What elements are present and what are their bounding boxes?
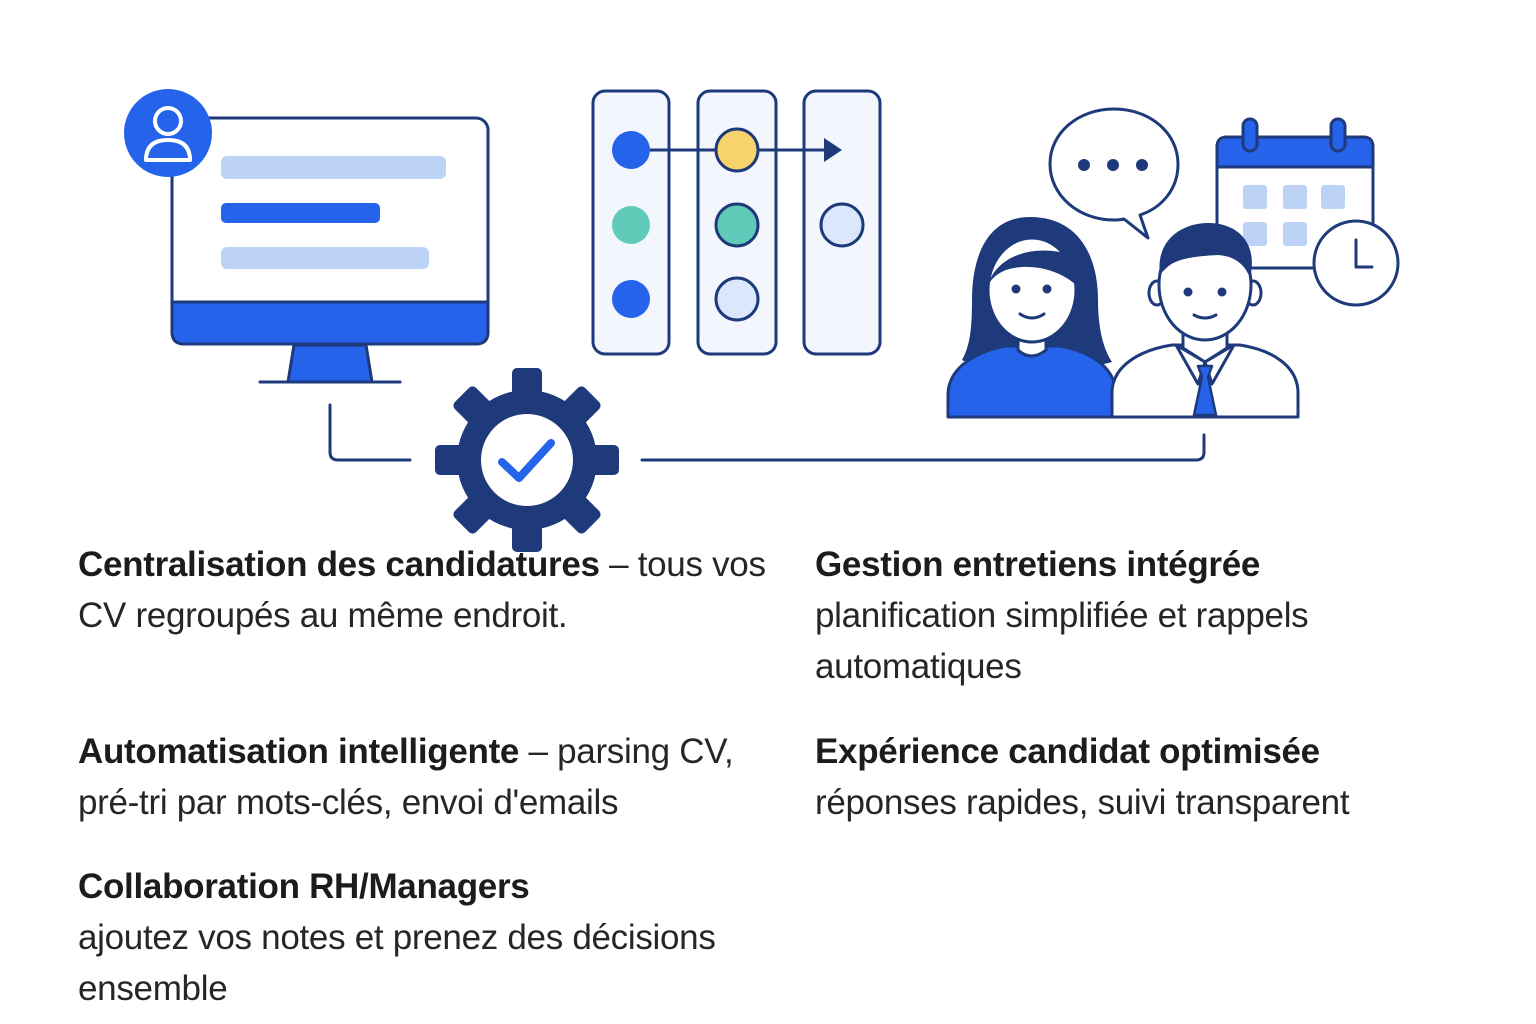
- feature-automatisation: Automatisation intelligente – parsing CV…: [78, 726, 798, 828]
- feature-title: Centralisation des candidatures: [78, 545, 600, 584]
- clock-icon: [1312, 219, 1400, 307]
- feature-centralisation: Centralisation des candidatures – tous v…: [78, 539, 798, 641]
- feature-experience-candidat: Expérience candidat optimisée réponses ra…: [815, 726, 1495, 828]
- illustration: [124, 89, 1400, 552]
- user-avatar-icon: [124, 89, 212, 177]
- feature-collaboration: Collaboration RH/Managers ajoutez vos not…: [78, 861, 808, 1014]
- feature-title: Collaboration RH/Managers: [78, 867, 530, 906]
- feature-description: réponses rapides, suivi transparent: [815, 783, 1350, 822]
- gear-check-icon: [435, 368, 619, 552]
- pipeline-board-icon: [591, 89, 882, 356]
- feature-gestion-entretiens: Gestion entretiens intégrée planification…: [815, 539, 1495, 692]
- chat-bubble-icon: [1048, 107, 1180, 240]
- feature-separator: –: [599, 545, 638, 584]
- feature-title: Automatisation intelligente: [78, 732, 520, 771]
- feature-title: Gestion entretiens intégrée: [815, 545, 1261, 584]
- feature-separator: –: [519, 732, 558, 771]
- feature-description: tous vos CV regroupés au même endroit.: [78, 545, 766, 635]
- man-icon: [1110, 222, 1300, 419]
- feature-description: planification simplifiée et rappels auto…: [815, 596, 1309, 686]
- feature-description: parsing CV, pré-tri par mots-clés, envoi…: [78, 732, 734, 822]
- connector-lines: [328, 403, 1206, 462]
- monitor-icon: [170, 116, 490, 384]
- woman-icon: [946, 217, 1118, 419]
- feature-title: Expérience candidat optimisée: [815, 732, 1320, 771]
- feature-description: ajoutez vos notes et prenez des décision…: [78, 918, 716, 1008]
